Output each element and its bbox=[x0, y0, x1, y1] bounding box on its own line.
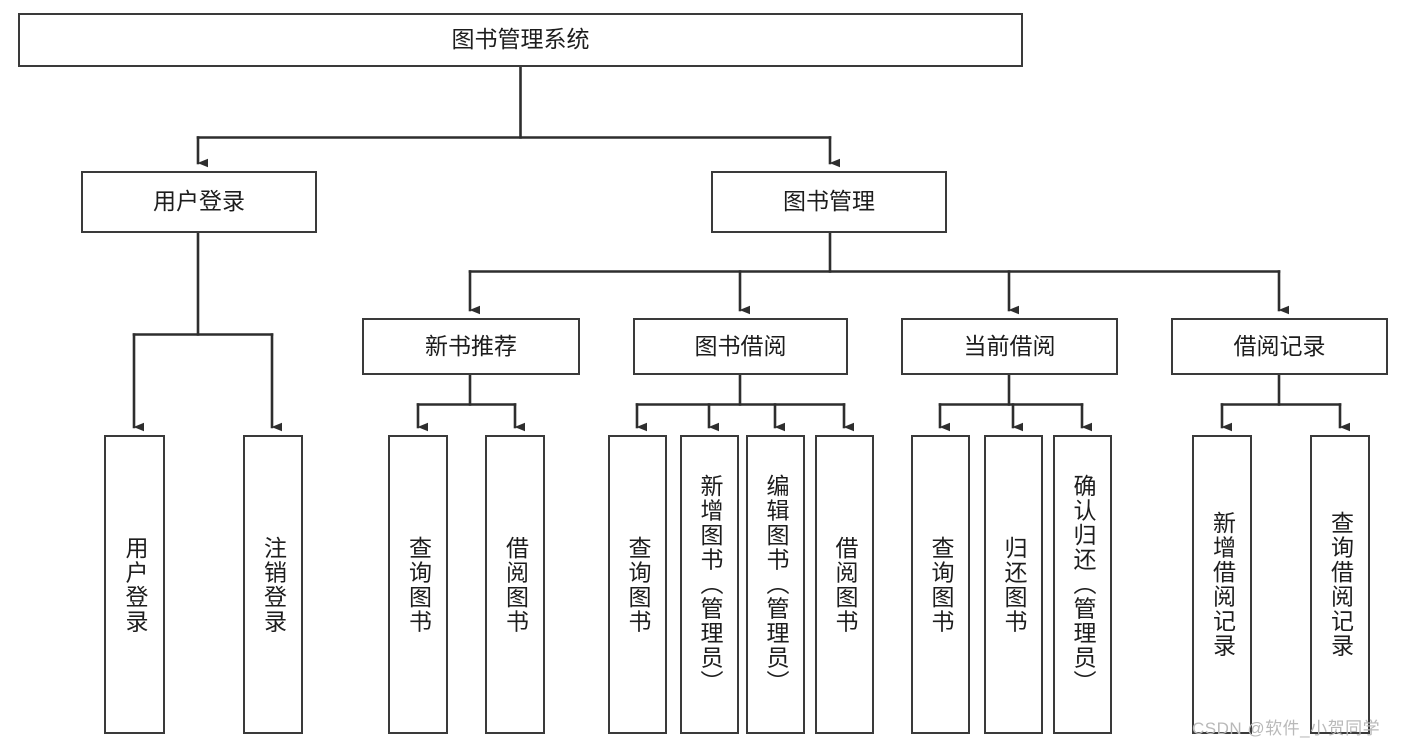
node-leaf-add-book-label: 新增图书（管理员） bbox=[697, 474, 723, 695]
node-leaf-query-record[interactable]: 查询借阅记录 bbox=[1310, 435, 1370, 734]
node-leaf-query-book-1-label: 查询图书 bbox=[405, 535, 432, 634]
connector-group-book-manage bbox=[468, 231, 1289, 315]
node-leaf-query-record-label: 查询借阅记录 bbox=[1327, 511, 1354, 658]
node-book-borrow[interactable]: 图书借阅 bbox=[633, 318, 848, 375]
node-leaf-user-login[interactable]: 用户登录 bbox=[104, 435, 165, 734]
connector-group-current-borrow bbox=[938, 373, 1092, 432]
node-leaf-query-book-1[interactable]: 查询图书 bbox=[388, 435, 448, 734]
node-leaf-query-book-3[interactable]: 查询图书 bbox=[911, 435, 970, 734]
node-leaf-confirm-return-label: 确认归还（管理员） bbox=[1070, 474, 1096, 695]
node-current-borrow-label: 当前借阅 bbox=[963, 332, 1056, 359]
node-leaf-query-book-2[interactable]: 查询图书 bbox=[608, 435, 667, 734]
node-book-borrow-label: 图书借阅 bbox=[694, 332, 787, 359]
node-book-manage[interactable]: 图书管理 bbox=[711, 171, 947, 233]
node-root-system-label: 图书管理系统 bbox=[451, 26, 590, 53]
node-leaf-confirm-return[interactable]: 确认归还（管理员） bbox=[1053, 435, 1112, 734]
node-leaf-borrow-book-2[interactable]: 借阅图书 bbox=[815, 435, 874, 734]
node-user-login-label: 用户登录 bbox=[153, 188, 245, 215]
node-leaf-query-book-2-label: 查询图书 bbox=[625, 535, 651, 634]
csdn-watermark: CSDN @软件_小贺同学 bbox=[1192, 719, 1381, 738]
node-current-borrow[interactable]: 当前借阅 bbox=[901, 318, 1118, 375]
node-leaf-query-book-3-label: 查询图书 bbox=[928, 535, 954, 634]
node-leaf-user-login-label: 用户登录 bbox=[122, 535, 148, 634]
node-leaf-borrow-book-2-label: 借阅图书 bbox=[832, 535, 858, 634]
connector-group-root bbox=[196, 65, 840, 168]
node-leaf-add-record-label: 新增借阅记录 bbox=[1209, 511, 1236, 658]
node-book-manage-label: 图书管理 bbox=[783, 188, 875, 215]
node-leaf-edit-book-label: 编辑图书（管理员） bbox=[763, 474, 789, 695]
node-borrow-record-label: 借阅记录 bbox=[1233, 332, 1326, 359]
connector-group-new-book-recommend bbox=[416, 373, 525, 432]
node-borrow-record[interactable]: 借阅记录 bbox=[1171, 318, 1388, 375]
node-leaf-user-logout-label: 注销登录 bbox=[260, 535, 287, 634]
node-leaf-borrow-book-1[interactable]: 借阅图书 bbox=[485, 435, 545, 734]
node-root-system[interactable]: 图书管理系统 bbox=[18, 13, 1023, 67]
node-leaf-user-logout[interactable]: 注销登录 bbox=[243, 435, 303, 734]
node-new-book-recommend-label: 新书推荐 bbox=[425, 332, 517, 359]
node-user-login[interactable]: 用户登录 bbox=[81, 171, 317, 233]
connector-group-borrow-record bbox=[1220, 373, 1350, 432]
connector-group-book-borrow bbox=[635, 373, 854, 432]
node-leaf-add-book[interactable]: 新增图书（管理员） bbox=[680, 435, 739, 734]
node-leaf-add-record[interactable]: 新增借阅记录 bbox=[1192, 435, 1252, 734]
node-leaf-return-book-label: 归还图书 bbox=[1001, 535, 1027, 634]
node-leaf-edit-book[interactable]: 编辑图书（管理员） bbox=[746, 435, 805, 734]
connector-group-user-login bbox=[132, 231, 282, 432]
node-leaf-borrow-book-1-label: 借阅图书 bbox=[502, 535, 529, 634]
node-leaf-return-book[interactable]: 归还图书 bbox=[984, 435, 1043, 734]
node-new-book-recommend[interactable]: 新书推荐 bbox=[362, 318, 580, 375]
